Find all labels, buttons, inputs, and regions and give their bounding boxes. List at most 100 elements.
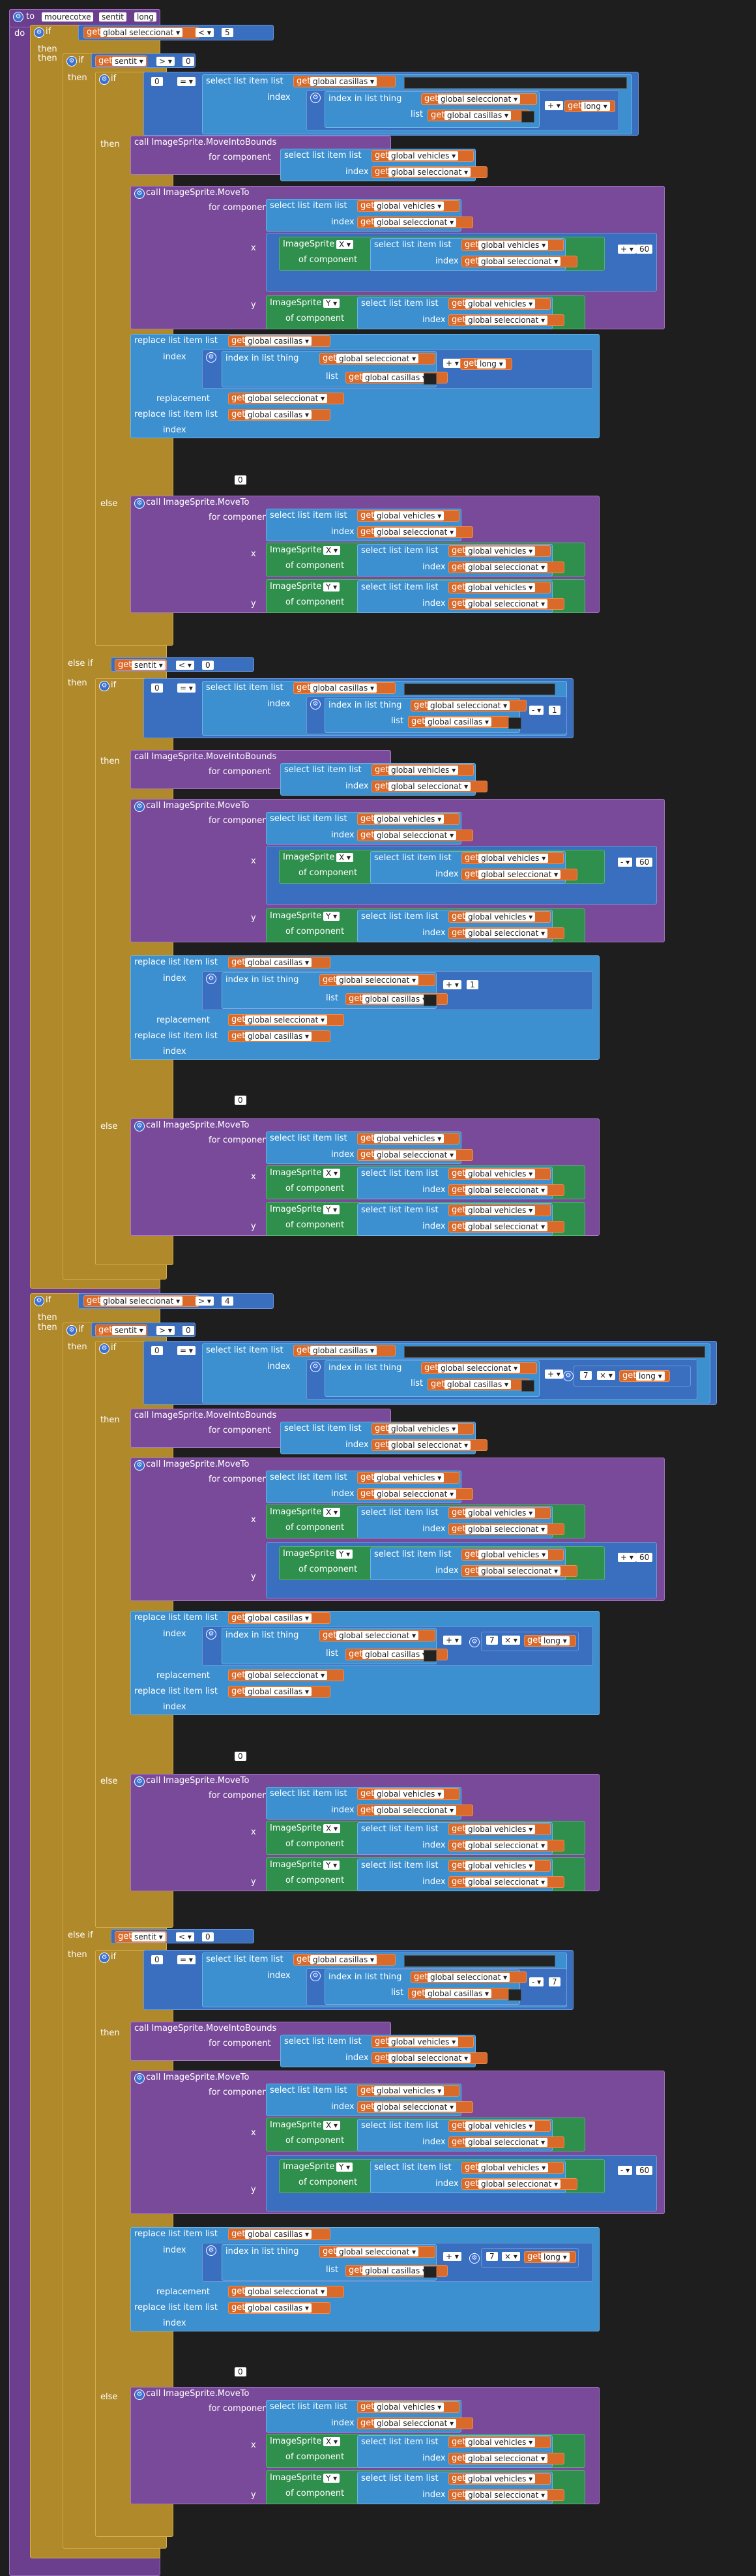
number-field[interactable]: 0: [151, 683, 163, 693]
number-field[interactable]: 0: [182, 57, 194, 66]
variable-dropdown[interactable]: global vehicles ▾: [478, 2163, 549, 2172]
variable-dropdown[interactable]: global vehicles ▾: [465, 299, 536, 308]
variable-dropdown[interactable]: global casillas ▾: [310, 1346, 377, 1355]
mutator-gear-icon[interactable]: ⚙: [206, 352, 216, 363]
variable-dropdown[interactable]: global seleccionat ▾: [465, 1841, 548, 1850]
number-field[interactable]: 0: [235, 475, 246, 485]
variable-dropdown[interactable]: long ▾: [636, 1371, 665, 1381]
number-field[interactable]: 0: [151, 1955, 163, 1964]
variable-dropdown[interactable]: global casillas ▾: [310, 683, 377, 693]
operator-dropdown[interactable]: + ▾: [443, 2252, 461, 2261]
number-field[interactable]: 5: [222, 28, 233, 37]
variable-dropdown[interactable]: global seleccionat ▾: [374, 1806, 457, 1815]
variable-dropdown[interactable]: global casillas ▾: [425, 1989, 492, 1998]
variable-dropdown[interactable]: global vehicles ▾: [388, 151, 459, 160]
variable-dropdown[interactable]: global vehicles ▾: [465, 1169, 536, 1178]
variable-dropdown[interactable]: global vehicles ▾: [465, 2121, 536, 2131]
variable-dropdown[interactable]: global vehicles ▾: [374, 511, 444, 520]
operator-dropdown[interactable]: - ▾: [529, 706, 544, 715]
property-dropdown[interactable]: X ▾: [323, 546, 341, 555]
variable-dropdown[interactable]: global casillas ▾: [444, 1380, 512, 1389]
mutator-gear-icon[interactable]: ⚙: [13, 12, 23, 22]
variable-dropdown[interactable]: global casillas ▾: [444, 111, 512, 120]
variable-dropdown[interactable]: global vehicles ▾: [374, 1790, 444, 1799]
variable-dropdown[interactable]: global seleccionat ▾: [465, 2491, 548, 2500]
variable-dropdown[interactable]: global vehicles ▾: [465, 2438, 536, 2447]
variable-dropdown[interactable]: global vehicles ▾: [465, 1861, 536, 1870]
variable-dropdown[interactable]: global seleccionat ▾: [388, 2054, 471, 2063]
variable-dropdown[interactable]: global vehicles ▾: [465, 1825, 536, 1834]
property-dropdown[interactable]: Y ▾: [323, 912, 340, 921]
variable-dropdown[interactable]: global vehicles ▾: [388, 766, 459, 775]
property-dropdown[interactable]: X ▾: [336, 240, 354, 249]
operator-dropdown[interactable]: + ▾: [618, 245, 636, 254]
variable-dropdown[interactable]: global casillas ▾: [362, 1650, 429, 1659]
variable-dropdown[interactable]: global seleccionat ▾: [374, 2103, 457, 2112]
operator-dropdown[interactable]: > ▾: [156, 57, 175, 66]
operator-dropdown[interactable]: + ▾: [443, 980, 461, 989]
property-dropdown[interactable]: Y ▾: [323, 1861, 340, 1870]
variable-dropdown[interactable]: global vehicles ▾: [374, 2086, 444, 2095]
number-field[interactable]: 4: [222, 1296, 233, 1306]
variable-dropdown[interactable]: global vehicles ▾: [478, 1550, 549, 1559]
variable-dropdown[interactable]: global seleccionat ▾: [478, 1566, 561, 1576]
variable-dropdown[interactable]: global vehicles ▾: [478, 241, 549, 250]
operator-dropdown[interactable]: + ▾: [443, 359, 461, 368]
mutator-gear-icon[interactable]: ⚙: [563, 1371, 574, 1381]
variable-dropdown[interactable]: global casillas ▾: [245, 1032, 312, 1041]
variable-dropdown[interactable]: global casillas ▾: [362, 373, 429, 382]
variable-dropdown[interactable]: global seleccionat ▾: [336, 354, 419, 363]
number-field[interactable]: 7: [486, 2252, 498, 2261]
mutator-gear-icon[interactable]: ⚙: [134, 2073, 145, 2084]
mutator-gear-icon[interactable]: ⚙: [134, 498, 145, 509]
variable-dropdown[interactable]: global seleccionat ▾: [374, 1490, 457, 1499]
property-dropdown[interactable]: Y ▾: [336, 1550, 353, 1559]
number-field[interactable]: 0: [235, 1096, 246, 1105]
variable-dropdown[interactable]: global vehicles ▾: [465, 547, 536, 556]
mutator-gear-icon[interactable]: ⚙: [99, 1953, 109, 1963]
mutator-gear-icon[interactable]: ⚙: [134, 1121, 145, 1131]
variable-dropdown[interactable]: global vehicles ▾: [374, 1473, 444, 1482]
operator-dropdown[interactable]: × ▾: [502, 2252, 520, 2261]
number-field[interactable]: 60: [636, 245, 653, 254]
variable-dropdown[interactable]: long ▾: [477, 359, 506, 368]
variable-dropdown[interactable]: global casillas ▾: [362, 2266, 429, 2275]
mutator-gear-icon[interactable]: ⚙: [469, 1637, 480, 1647]
mutator-gear-icon[interactable]: ⚙: [310, 93, 321, 103]
variable-dropdown[interactable]: global seleccionat ▾: [374, 1150, 457, 1160]
mutator-gear-icon[interactable]: ⚙: [206, 974, 216, 984]
number-field[interactable]: 0: [235, 2367, 246, 2376]
variable-dropdown[interactable]: global seleccionat ▾: [374, 831, 457, 840]
variable-dropdown[interactable]: global seleccionat ▾: [336, 976, 419, 985]
variable-dropdown[interactable]: global seleccionat ▾: [465, 1525, 548, 1534]
number-field[interactable]: 60: [636, 1553, 653, 1562]
variable-dropdown[interactable]: global seleccionat ▾: [374, 528, 457, 537]
variable-dropdown[interactable]: long ▾: [541, 1636, 570, 1645]
variable-dropdown[interactable]: global seleccionat ▾: [438, 1364, 521, 1373]
property-dropdown[interactable]: Y ▾: [323, 2474, 340, 2483]
variable-dropdown[interactable]: global vehicles ▾: [388, 1424, 459, 1433]
variable-dropdown[interactable]: global seleccionat ▾: [478, 257, 561, 266]
number-field[interactable]: 0: [151, 1346, 163, 1355]
variable-dropdown[interactable]: global seleccionat ▾: [245, 394, 328, 403]
mutator-gear-icon[interactable]: ⚙: [34, 27, 44, 38]
variable-dropdown[interactable]: global casillas ▾: [245, 337, 312, 346]
variable-dropdown[interactable]: global seleccionat ▾: [100, 1296, 183, 1306]
property-dropdown[interactable]: Y ▾: [323, 582, 340, 592]
variable-dropdown[interactable]: global seleccionat ▾: [478, 2179, 561, 2189]
property-dropdown[interactable]: Y ▾: [336, 2163, 353, 2172]
variable-dropdown[interactable]: global seleccionat ▾: [465, 1878, 548, 1887]
variable-dropdown[interactable]: global seleccionat ▾: [465, 1186, 548, 1195]
mutator-gear-icon[interactable]: ⚙: [206, 1629, 216, 1640]
variable-dropdown[interactable]: global seleccionat ▾: [465, 316, 548, 325]
variable-dropdown[interactable]: global seleccionat ▾: [245, 1015, 328, 1025]
variable-dropdown[interactable]: global seleccionat ▾: [100, 28, 183, 37]
variable-dropdown[interactable]: global seleccionat ▾: [465, 1222, 548, 1231]
variable-dropdown[interactable]: global vehicles ▾: [374, 202, 444, 211]
variable-dropdown[interactable]: global vehicles ▾: [465, 1206, 536, 1215]
variable-dropdown[interactable]: global vehicles ▾: [388, 2037, 459, 2046]
variable-dropdown[interactable]: global vehicles ▾: [465, 912, 536, 921]
operator-dropdown[interactable]: = ▾: [177, 683, 196, 693]
variable-dropdown[interactable]: sentit ▾: [112, 57, 146, 66]
